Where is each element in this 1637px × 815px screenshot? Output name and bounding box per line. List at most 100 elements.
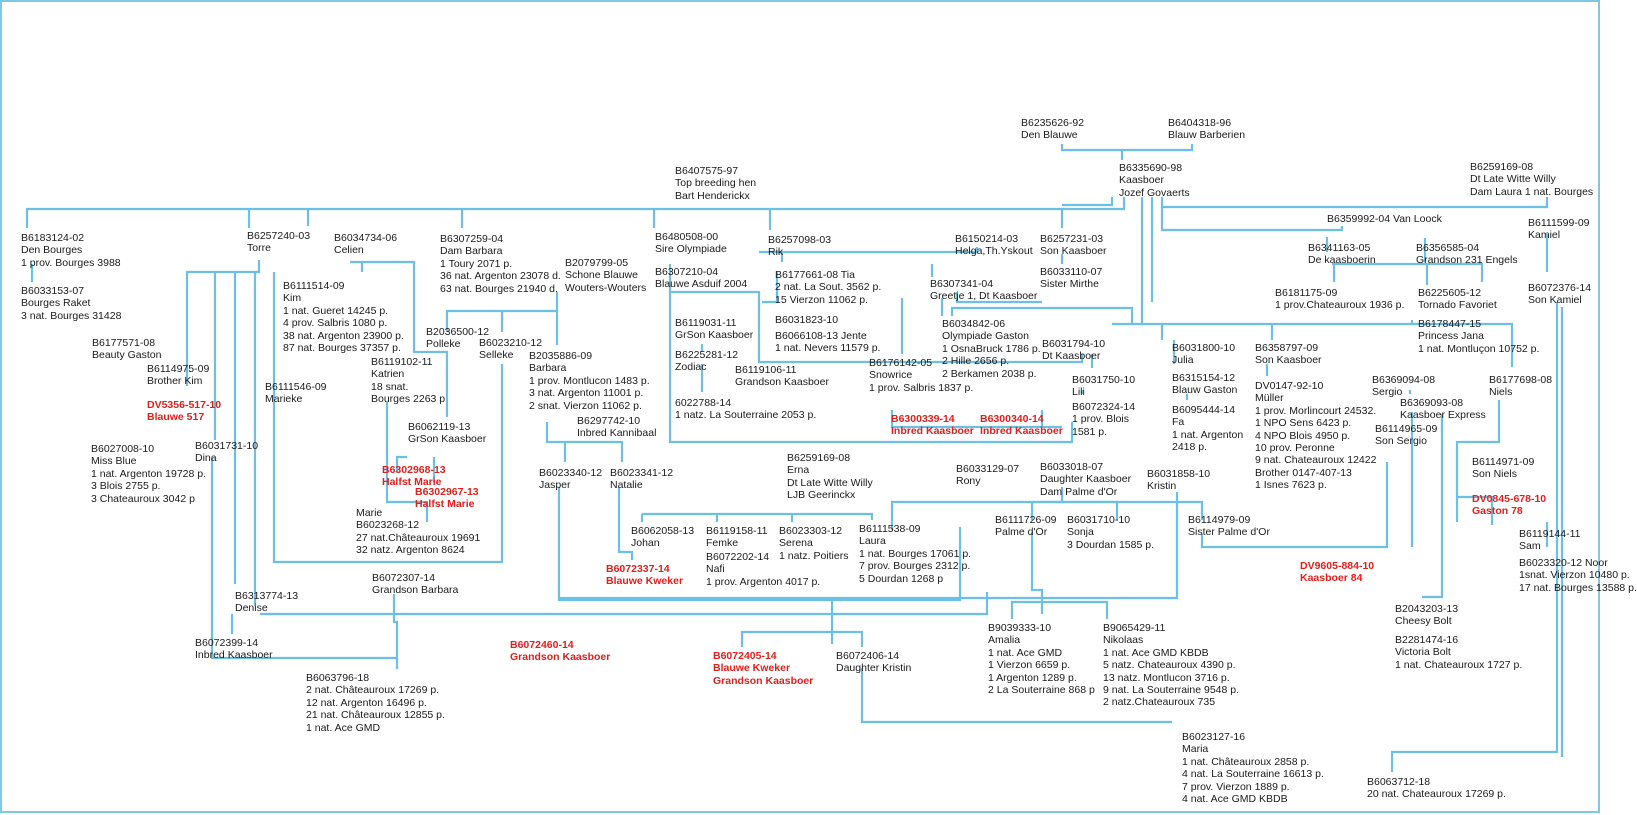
pigeon-detail: 36 nat. Argenton 23078 d. xyxy=(440,270,561,283)
connector-line xyxy=(890,410,1062,429)
pigeon-detail: Natalie xyxy=(610,479,643,492)
pigeon-detail: Grandson Kaasboer xyxy=(735,376,829,389)
ring-number: B2036500-12 xyxy=(426,326,490,338)
pigeon-detail: Selleke xyxy=(479,349,514,362)
ring-number: B6259169-08 xyxy=(1470,161,1534,173)
pigeon-detail: Serena xyxy=(779,537,813,550)
ring-number: B6031823-10 xyxy=(775,314,839,326)
ring-number: DV0845-678-10 xyxy=(1472,493,1547,505)
pigeon-detail: Bart Henderickx xyxy=(675,189,750,202)
pigeon-detail: 1 prov. Salbris 1837 p. xyxy=(869,381,974,394)
ring-number: B6300340-14 xyxy=(980,413,1044,425)
pigeon-detail: 1snat. Vierzon 10480 p. xyxy=(1519,569,1630,582)
ring-number: B6072307-14 xyxy=(372,572,436,584)
connector-line xyxy=(1062,197,1114,207)
connector-line xyxy=(1160,197,1549,209)
pigeon-detail: 4 NPO Blois 4950 p. xyxy=(1255,429,1351,442)
ring-number: B6033153-07 xyxy=(21,285,85,297)
ring-number: B6031731-10 xyxy=(195,440,259,452)
connector-line xyxy=(890,487,1064,530)
ring-number: B6111726-09 xyxy=(995,514,1057,526)
ring-number: B2079799-05 xyxy=(565,257,629,269)
ring-number: B6307341-04 xyxy=(930,278,994,290)
ring-number: B6119031-11 xyxy=(675,317,737,329)
ring-number: B6369093-08 xyxy=(1400,397,1464,409)
ring-number: B6023127-16 xyxy=(1182,731,1246,743)
ring-number: B6031794-10 xyxy=(1042,338,1106,350)
connector-line xyxy=(668,264,1084,364)
ring-number: B6257231-03 xyxy=(1040,233,1104,245)
pigeon-detail: Sergio xyxy=(1372,386,1403,399)
pigeon-detail: Victoria Bolt xyxy=(1395,646,1451,659)
connector-line xyxy=(1160,207,1344,232)
connector-line xyxy=(1030,500,1062,520)
pigeon-detail: 4 prov. Salbris 1080 p. xyxy=(283,317,388,330)
pigeon-detail: 1 nat. Argenton xyxy=(1172,428,1244,441)
pigeon-detail: Sire Olympiade xyxy=(655,243,727,256)
pigeon-detail: Daughter Kaasboer xyxy=(1040,473,1132,486)
ring-number: B6072405-14 xyxy=(713,650,777,662)
pigeon-detail: Palme d'Or xyxy=(995,526,1048,539)
ring-number: B6072376-14 xyxy=(1528,282,1592,294)
pigeon-detail: Dina xyxy=(195,452,217,465)
pigeon-detail: 3 Chateauroux 3042 p xyxy=(91,492,195,505)
connector-line xyxy=(950,306,1134,324)
ring-number: B2035886-09 xyxy=(529,350,593,362)
ring-number: B6072406-14 xyxy=(836,650,900,662)
pigeon-detail: 17 nat. Bourges 13588 p. xyxy=(1519,581,1637,594)
ring-number: B6225605-12 xyxy=(1418,287,1482,299)
ring-number: B6031750-10 xyxy=(1072,374,1136,386)
pigeon-detail: Zodiac xyxy=(675,361,707,374)
connector-line xyxy=(1455,400,1501,525)
pigeon-detail: 1 natz. La Souterraine 2053 p. xyxy=(675,409,817,422)
pigeon-detail: Miss Blue xyxy=(91,455,137,468)
connector-line xyxy=(778,247,979,254)
pigeon-detail: 1 prov. Montlucon 1483 p. xyxy=(529,374,650,387)
ring-number: B6480508-00 xyxy=(655,231,719,243)
pigeon-detail: Polleke xyxy=(426,338,461,351)
connector-line xyxy=(545,422,624,462)
ring-number: B6031858-10 xyxy=(1147,468,1211,480)
pigeon-detail: Kaasboer Express xyxy=(1400,409,1486,422)
ring-number: B6259169-08 xyxy=(787,452,851,464)
pigeon-detail: Lili xyxy=(1072,386,1085,399)
pigeon-detail: GrSon Kaasboer xyxy=(408,433,487,446)
pigeon-detail: Kamiel xyxy=(1528,229,1561,242)
ring-number: B2281474-16 xyxy=(1395,634,1459,646)
ring-number: B6072324-14 xyxy=(1072,401,1136,413)
pigeon-detail: Erna xyxy=(787,464,810,477)
pigeon-detail: Cheesy Bolt xyxy=(1395,615,1452,628)
pigeon-detail: Sister Mirthe xyxy=(1040,278,1099,291)
ring-number: B9065429-11 xyxy=(1103,622,1166,634)
ring-number: B6027008-10 xyxy=(91,443,155,455)
ring-number: B6235626-92 xyxy=(1021,117,1085,129)
